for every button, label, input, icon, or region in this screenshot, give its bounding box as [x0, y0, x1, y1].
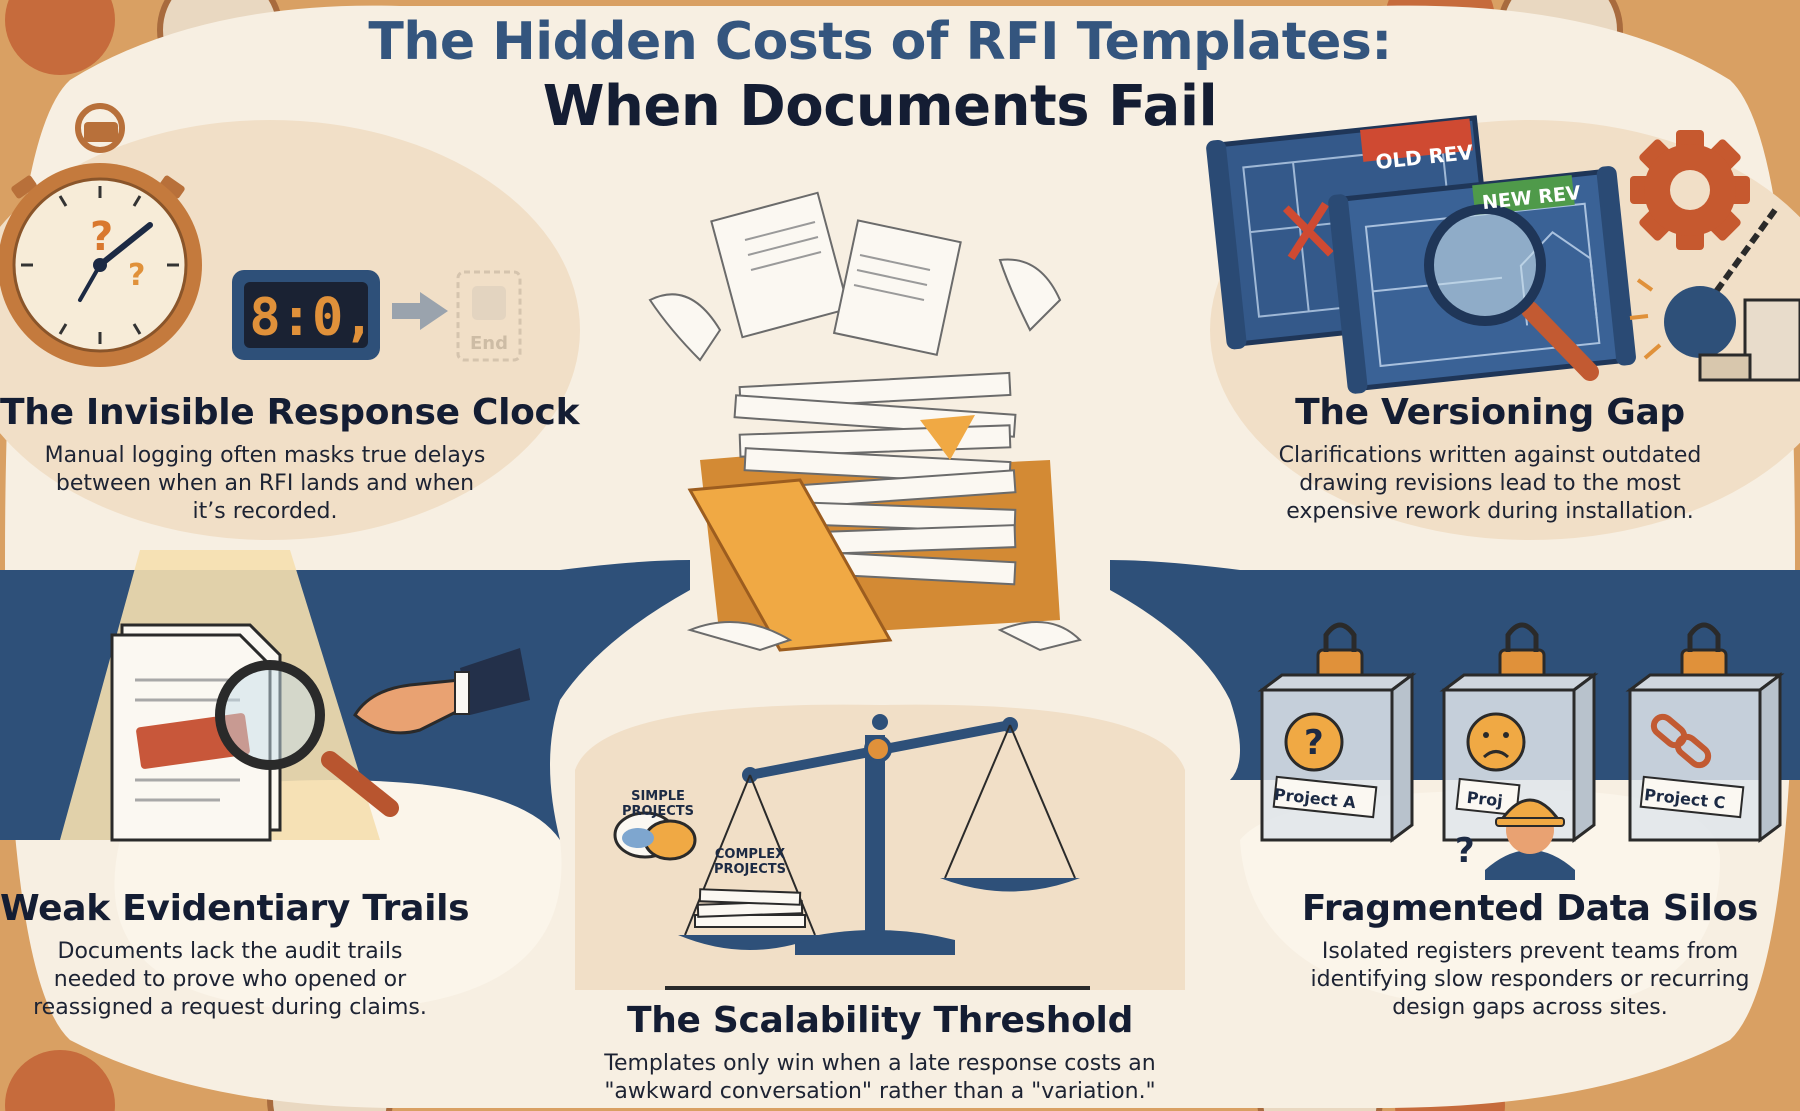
scalability-heading: The Scalability Threshold	[626, 1000, 1134, 1041]
simple-projects-label-2: PROJECTS	[622, 804, 694, 819]
hand-icon	[353, 648, 530, 735]
silo-box-project-c	[1625, 672, 1785, 843]
arrow-right-icon	[392, 292, 448, 330]
end-icon	[456, 270, 522, 362]
response-clock-description: Manual logging often masks true delays b…	[44, 443, 486, 524]
response-clock-heading: The Invisible Response Clock	[0, 392, 580, 433]
worker-icon: ?	[1455, 798, 1575, 880]
complex-projects-label-1: COMPLEX	[715, 847, 785, 862]
versioning-gap-description: Clarifications written against outdated …	[1278, 443, 1702, 524]
folder-icon	[648, 191, 1082, 652]
title-line-2: When Documents Fail	[542, 74, 1218, 139]
evidentiary-trails-description: Documents lack the audit trails needed t…	[33, 939, 427, 1020]
scale-icon	[665, 714, 1090, 990]
scalability-description: Templates only win when a late response …	[604, 1051, 1156, 1104]
svg-text:?: ?	[128, 258, 145, 293]
digital-clock-icon	[232, 270, 380, 360]
simple-projects-label-1: SIMPLE	[631, 789, 685, 804]
stopwatch-icon: ? ?	[0, 103, 202, 367]
project-b-label: Proj	[1466, 788, 1504, 811]
svg-text:?: ?	[1304, 723, 1324, 763]
title-line-1: The Hidden Costs of RFI Templates:	[368, 12, 1392, 72]
data-silos-heading: Fragmented Data Silos	[1301, 888, 1759, 929]
complex-projects-label-2: PROJECTS	[714, 862, 786, 877]
magnifier-icon	[1424, 204, 1599, 381]
wrecking-ball-icon	[1629, 208, 1800, 382]
data-silos-description: Isolated registers prevent teams from id…	[1310, 939, 1750, 1020]
digital-clock-readout: 8:0,	[249, 288, 374, 348]
magnifier-icon	[215, 660, 399, 817]
evidentiary-trails-heading: Weak Evidentiary Trails	[0, 888, 470, 929]
svg-text:?: ?	[1455, 831, 1475, 871]
versioning-gap-heading: The Versioning Gap	[1295, 392, 1685, 433]
svg-text:?: ?	[90, 214, 113, 260]
silo-box-project-a: ?	[1257, 672, 1417, 843]
end-label: End	[470, 333, 508, 354]
gear-icon	[1630, 130, 1750, 250]
chat-bubble-icon	[613, 811, 697, 861]
